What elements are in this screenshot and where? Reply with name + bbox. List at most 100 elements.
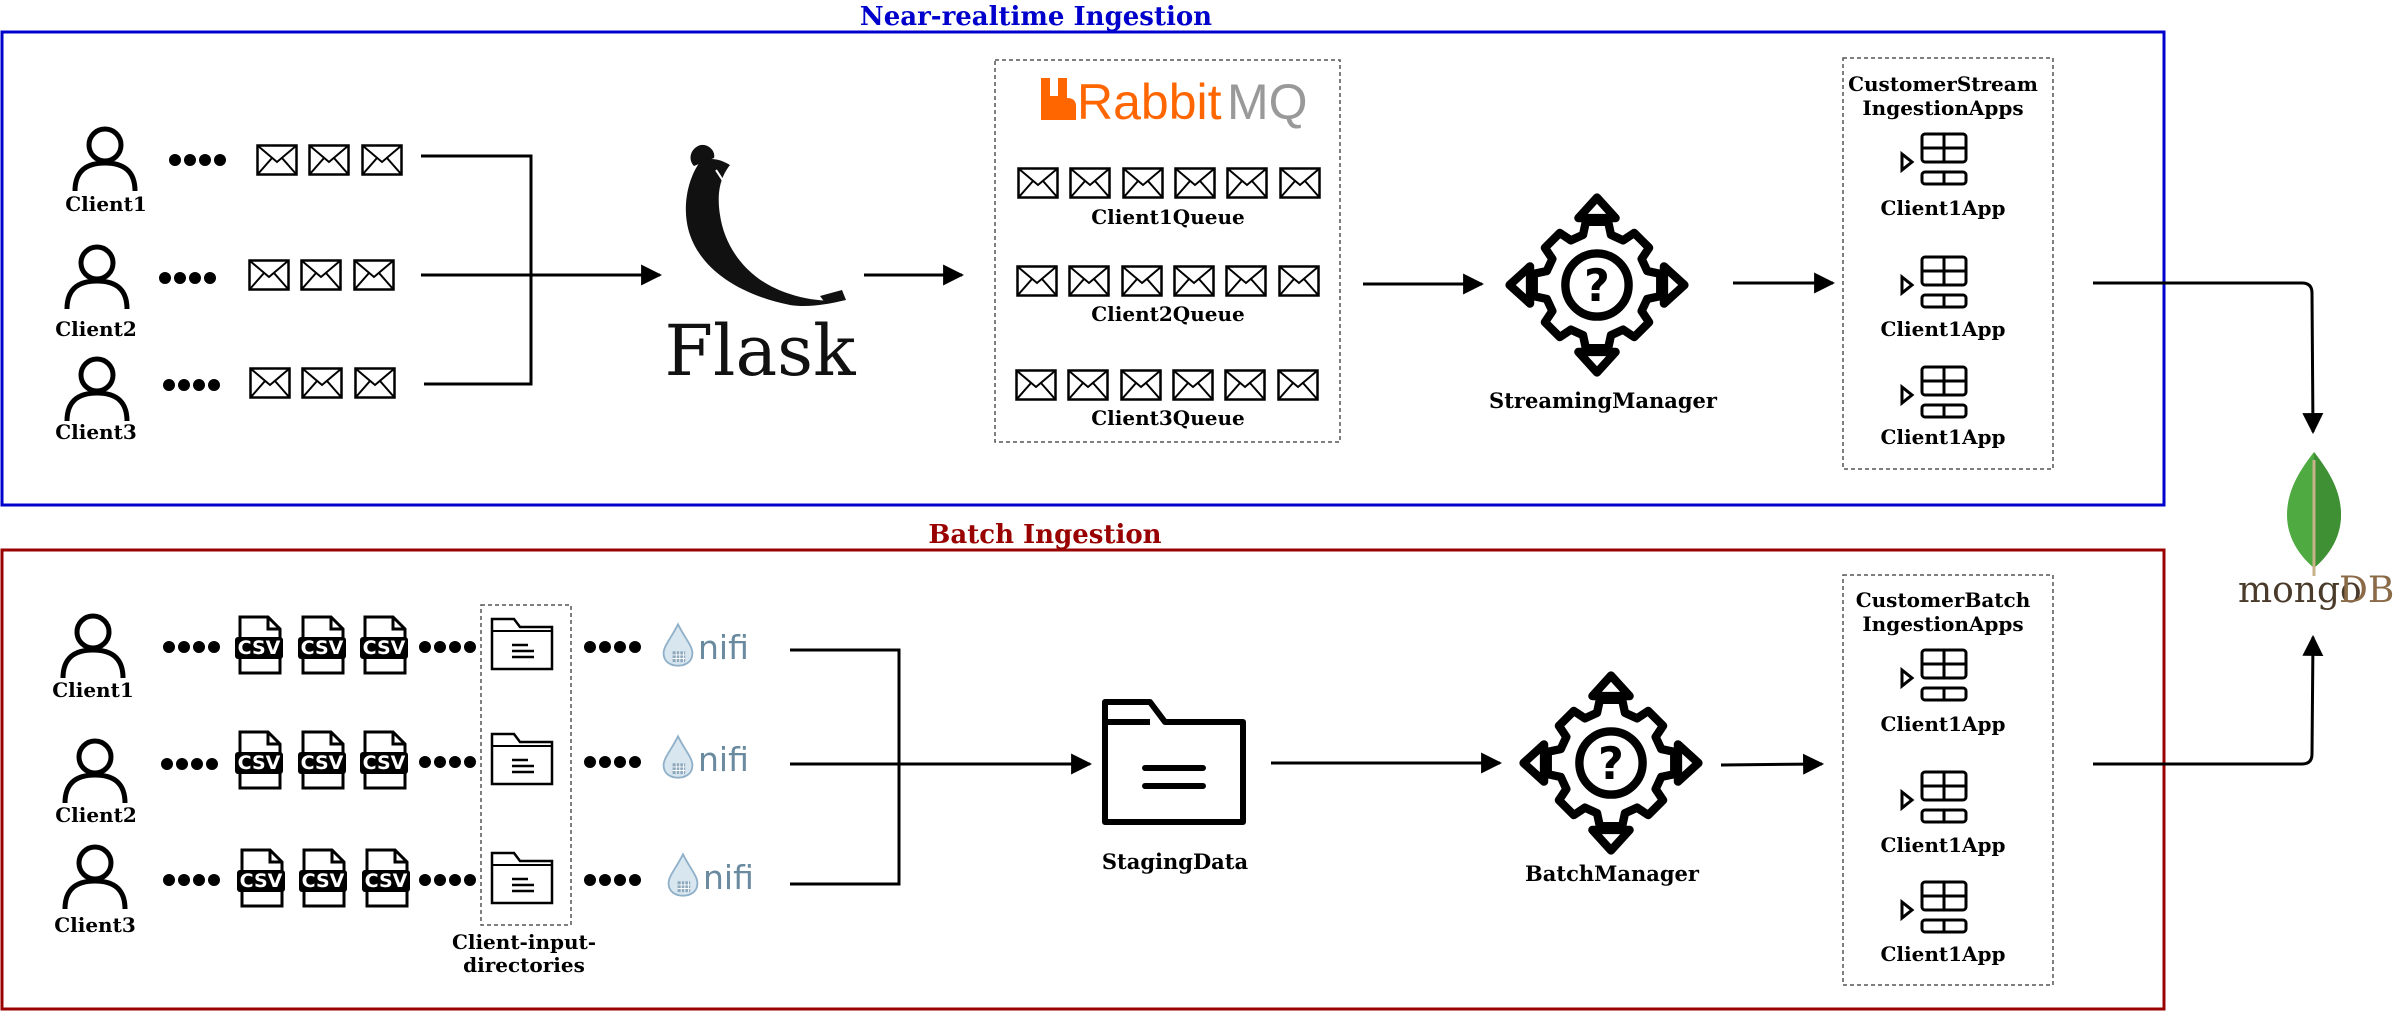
- csv-file-icon: CSV: [359, 615, 409, 675]
- envelope-icon: [1278, 265, 1320, 297]
- envelope-icon: [1224, 369, 1266, 401]
- nifi-label: nifi: [698, 740, 749, 779]
- nifi-logo: nifi: [662, 623, 749, 667]
- batch-client-2-label: Client2: [55, 803, 137, 827]
- envelope-icon: [1172, 369, 1214, 401]
- envelope-icon: [308, 144, 350, 176]
- client3-csv-files: CSV CSV CSV: [236, 848, 411, 908]
- dots-icon: [163, 874, 220, 886]
- envelope-icon: [249, 367, 291, 399]
- mongodb-text-mongo: mongo: [2238, 570, 2362, 611]
- nifi-logo: nifi: [662, 735, 749, 779]
- envelope-icon: [301, 367, 343, 399]
- envelope-icon: [1015, 369, 1057, 401]
- envelope-icon: [1067, 369, 1109, 401]
- person-icon: [75, 129, 135, 191]
- staging-data-label: StagingData: [1102, 849, 1249, 874]
- stream-apps-container: CustomerStream IngestionApps Client1App …: [1842, 57, 2054, 470]
- person-icon: [67, 359, 127, 421]
- batch-manager-icon: [1524, 676, 1699, 851]
- envelope-icon: [1277, 369, 1319, 401]
- stream-app-3-label: Client1App: [1880, 425, 2005, 449]
- staging-folder-icon: [1102, 699, 1246, 825]
- batch-apps-title-line2: IngestionApps: [1862, 612, 2023, 636]
- svg-text:CSV: CSV: [301, 637, 344, 659]
- envelope-icon: [1174, 167, 1216, 199]
- client-input-directories: Client-input- directories: [452, 604, 596, 977]
- batch-client-3-label: Client3: [54, 913, 136, 937]
- envelope-icon: [1017, 167, 1059, 199]
- dots-icon: [584, 756, 641, 768]
- csv-file-icon: CSV: [234, 730, 284, 790]
- realtime-client-2-label: Client2: [55, 317, 137, 341]
- client3-messages: [249, 367, 396, 399]
- csv-file-icon: CSV: [234, 615, 284, 675]
- folder-icon: [490, 732, 554, 786]
- mongodb-logo: mongo DB: [2238, 452, 2394, 611]
- envelope-icon: [248, 259, 290, 291]
- mongodb-text-db: DB: [2339, 570, 2394, 611]
- dots-icon: [419, 641, 476, 653]
- envelope-icon: [354, 367, 396, 399]
- dots-icon: [419, 756, 476, 768]
- queue-1-label: Client1Queue: [1091, 205, 1245, 229]
- svg-text:CSV: CSV: [238, 752, 281, 774]
- dots-icon: [169, 154, 226, 166]
- app-icon: [1900, 770, 1968, 824]
- svg-text:CSV: CSV: [302, 870, 345, 892]
- nifi-logo: nifi: [667, 853, 754, 897]
- envelope-icon: [1225, 265, 1267, 297]
- svg-text:CSV: CSV: [238, 637, 281, 659]
- dots-icon: [161, 758, 218, 770]
- nifi-label: nifi: [703, 858, 754, 897]
- nifi-drop-icon: [662, 735, 694, 779]
- directories-label-line1: Client-input-: [452, 930, 596, 954]
- dots-icon: [419, 874, 476, 886]
- batch-merge-connector: [790, 648, 1093, 886]
- queue-1: Client1Queue: [1017, 167, 1321, 229]
- stream-app-2-label: Client1App: [1880, 317, 2005, 341]
- realtime-section: Near-realtime Ingestion Client1 Client2 …: [0, 2, 2324, 507]
- stream-apps-title-line1: CustomerStream: [1848, 72, 2038, 96]
- person-icon: [65, 847, 125, 909]
- realtime-title: Near-realtime Ingestion: [860, 2, 1212, 32]
- queue-2-label: Client2Queue: [1091, 302, 1245, 326]
- client2-messages: [248, 259, 395, 291]
- csv-file-icon: CSV: [298, 848, 348, 908]
- svg-text:CSV: CSV: [365, 870, 408, 892]
- batch-apps-title-line1: CustomerBatch: [1856, 588, 2031, 612]
- rabbitmq-logo: Rabbit MQ: [1041, 74, 1308, 130]
- envelope-icon: [361, 144, 403, 176]
- realtime-client-3-label: Client3: [55, 420, 137, 444]
- person-icon: [67, 247, 127, 309]
- batch-title: Batch Ingestion: [928, 520, 1161, 550]
- streaming-manager-icon: [1510, 198, 1685, 373]
- flask-label: Flask: [664, 310, 856, 392]
- batch-client-1-label: Client1: [52, 678, 134, 702]
- envelope-icon: [1279, 167, 1321, 199]
- envelope-icon: [1173, 265, 1215, 297]
- svg-text:CSV: CSV: [240, 870, 283, 892]
- arrow-manager-to-batch-apps: [1720, 753, 1825, 775]
- rabbitmq-mq-text: MQ: [1227, 74, 1308, 130]
- svg-text:CSV: CSV: [363, 637, 406, 659]
- dots-icon: [163, 641, 220, 653]
- envelope-icon: [1122, 167, 1164, 199]
- envelope-icon: [300, 259, 342, 291]
- csv-file-icon: CSV: [359, 730, 409, 790]
- nifi-label: nifi: [698, 628, 749, 667]
- dots-icon: [163, 379, 220, 391]
- realtime-merge-connector: [421, 154, 663, 386]
- arrow-batch-apps-to-mongodb: [2093, 634, 2324, 766]
- flask-logo: Flask: [664, 144, 856, 392]
- batch-apps-container: CustomerBatch IngestionApps Client1App C…: [1842, 574, 2054, 986]
- envelope-icon: [1068, 265, 1110, 297]
- realtime-client-1-label: Client1: [65, 192, 147, 216]
- directories-label-line2: directories: [463, 953, 585, 977]
- batch-app-3-label: Client1App: [1880, 942, 2005, 966]
- streaming-manager-label: StreamingManager: [1489, 388, 1718, 413]
- rabbitmq-container: Rabbit MQ Client1Queue Client2Queue: [994, 59, 1341, 443]
- folder-icon: [490, 851, 554, 905]
- batch-manager-label: BatchManager: [1525, 861, 1700, 886]
- folder-icon: [490, 617, 554, 671]
